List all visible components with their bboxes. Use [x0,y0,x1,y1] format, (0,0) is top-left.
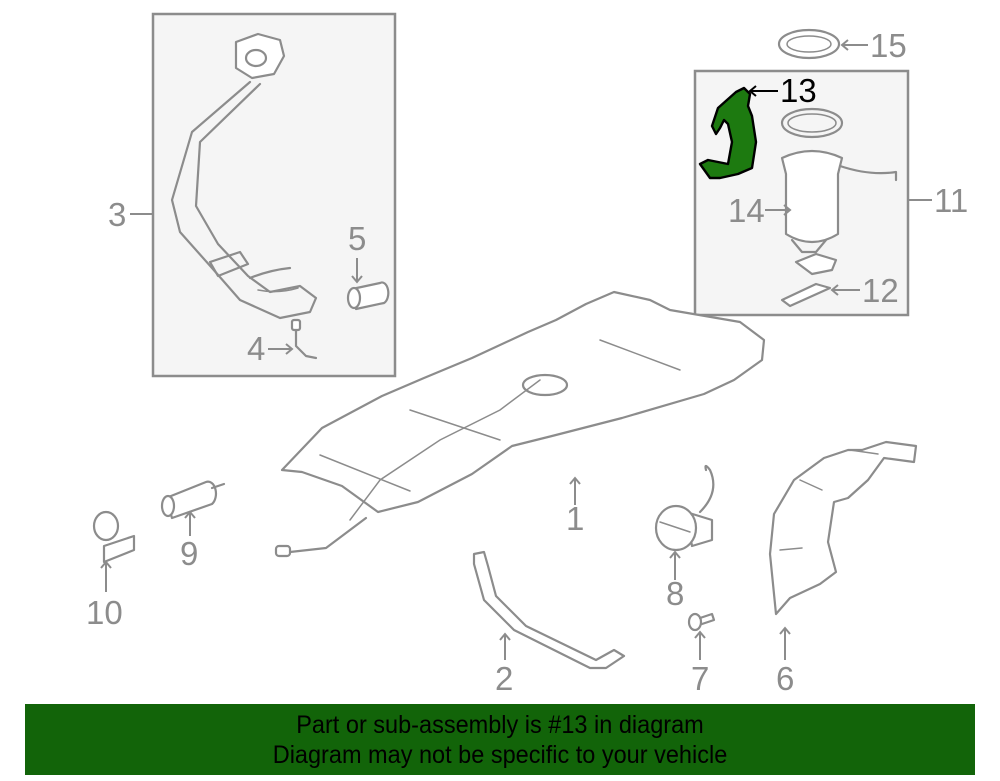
callout-10: 10 [86,594,123,631]
callout-arrows [100,39,932,660]
part-15-gasket[interactable] [777,28,841,60]
callout-5: 5 [348,220,366,257]
callout-3: 3 [108,196,126,233]
banner-line-2: Diagram may not be specific to your vehi… [272,741,728,769]
part-12-bracket[interactable] [780,282,832,308]
callout-12: 12 [862,272,899,309]
callout-4: 4 [247,330,265,367]
part-13-sender-highlighted[interactable] [698,86,758,180]
callout-1: 1 [566,500,584,537]
part-9-filter[interactable] [160,480,226,520]
part-2-strap[interactable] [472,550,626,670]
callout-9: 9 [180,535,198,572]
part-6-shield[interactable] [768,440,918,616]
callout-8: 8 [666,575,684,612]
part-4-hose[interactable] [290,318,318,360]
part-3-filler-pipe[interactable] [170,32,318,320]
callout-7: 7 [691,660,709,697]
part-7-bolt[interactable] [687,612,716,632]
info-banner: Part or sub-assembly is #13 in diagram D… [25,704,975,775]
part-1-fuel-tank[interactable] [274,290,766,558]
part-14-fuel-pump[interactable] [780,107,898,276]
banner-line-1: Part or sub-assembly is #13 in diagram [296,711,704,739]
part-10-clamp[interactable] [92,510,136,564]
callout-2: 2 [495,660,513,697]
callout-15: 15 [870,27,907,64]
callout-11: 11 [934,182,968,219]
callout-6: 6 [776,660,794,697]
callout-14: 14 [728,192,765,229]
callout-13: 13 [780,72,817,109]
part-8-fuel-cap[interactable] [654,464,715,552]
part-5-cap[interactable] [346,281,390,311]
